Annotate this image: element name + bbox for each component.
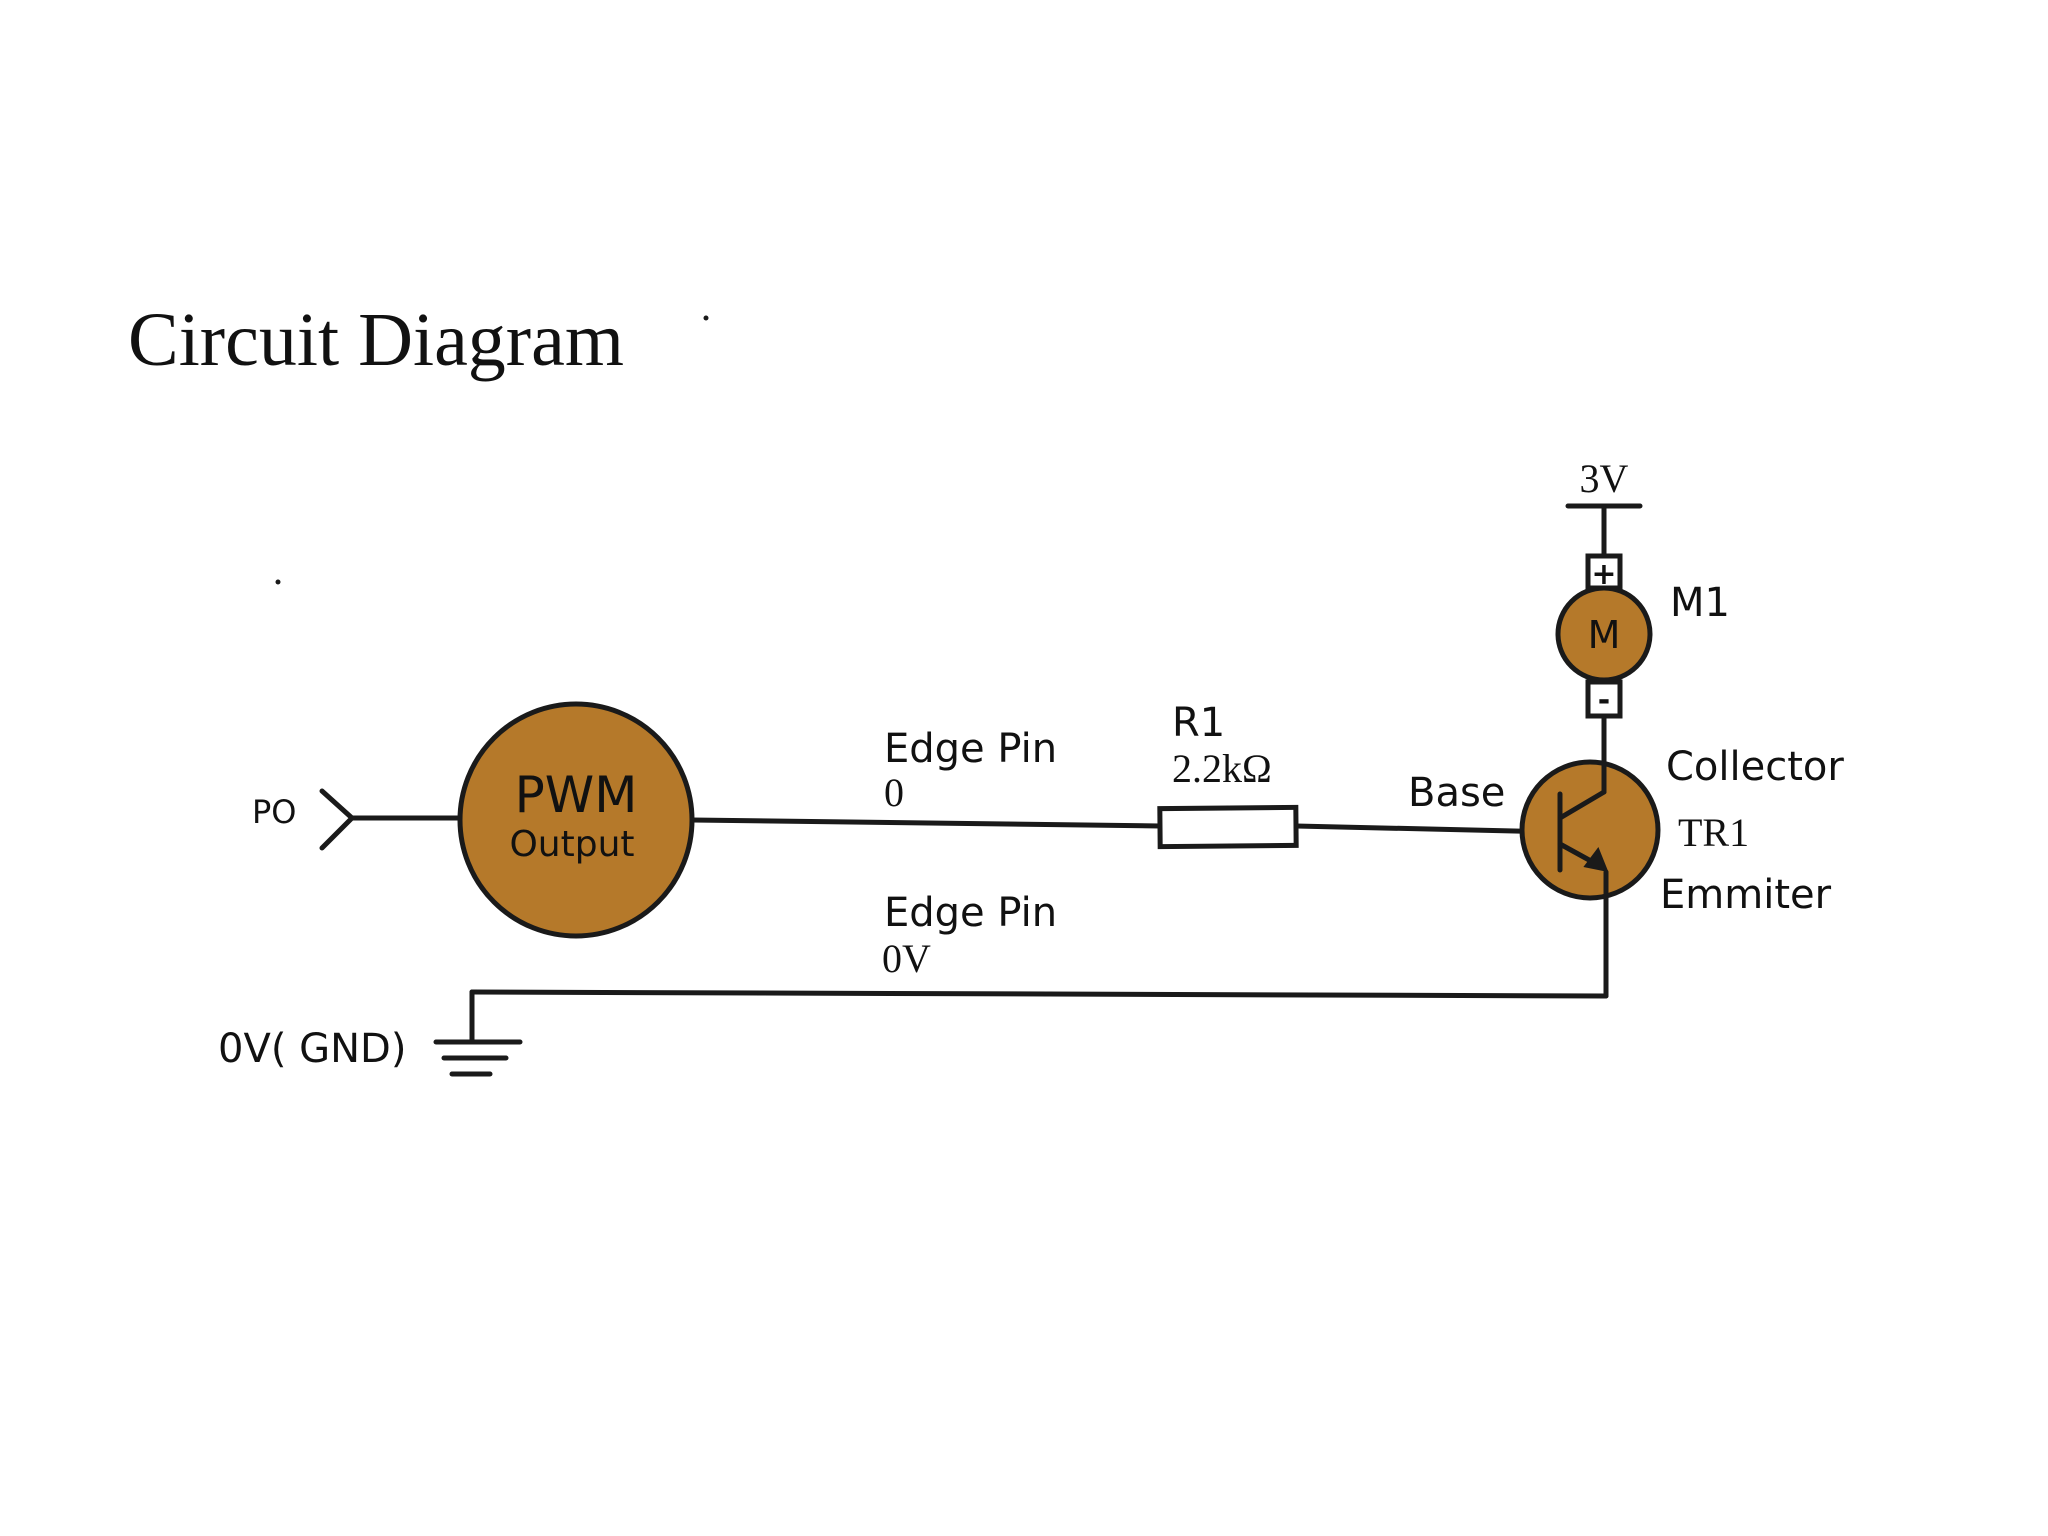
pwm-label: PWM [515,766,638,824]
motor-plus-terminal [1585,553,1623,591]
resistor-r1 [1157,804,1299,850]
motor-symbol: M [1588,613,1621,657]
edge-pin-0-number: 0 [884,770,904,815]
resistor-value: 2.2kΩ [1172,746,1272,791]
resistor-name: R1 [1172,700,1225,746]
edge-pin-0-label: Edge Pin [884,726,1057,772]
supply-label: 3V [1580,456,1629,501]
signal-wire [689,817,1163,829]
motor-minus-sign: - [1598,683,1610,718]
diagram-title: Circuit Diagram [128,298,624,382]
stray-dot [703,315,709,321]
ground-label: 0V( GND) [218,1026,406,1072]
motor-name: M1 [1670,580,1730,626]
transistor-tr1 [1519,759,1661,901]
transistor-name: TR1 [1678,810,1749,855]
input-label: PO [252,793,296,831]
emitter-label: Emmiter [1660,872,1832,918]
ground-wire [469,989,1609,999]
transistor-collector-lead [1557,789,1607,821]
edge-pin-0v-number: 0V [882,936,931,981]
pwm-output-label: Output [509,824,634,865]
input-arrow-icon [319,788,355,851]
emitter-arrow-icon [1583,846,1609,873]
motor-plus-sign: + [1591,557,1616,592]
collector-label: Collector [1666,744,1844,790]
stray-dot [275,579,281,585]
base-wire [1293,823,1563,835]
edge-pin-0v-label: Edge Pin [884,890,1057,936]
base-label: Base [1408,770,1505,816]
